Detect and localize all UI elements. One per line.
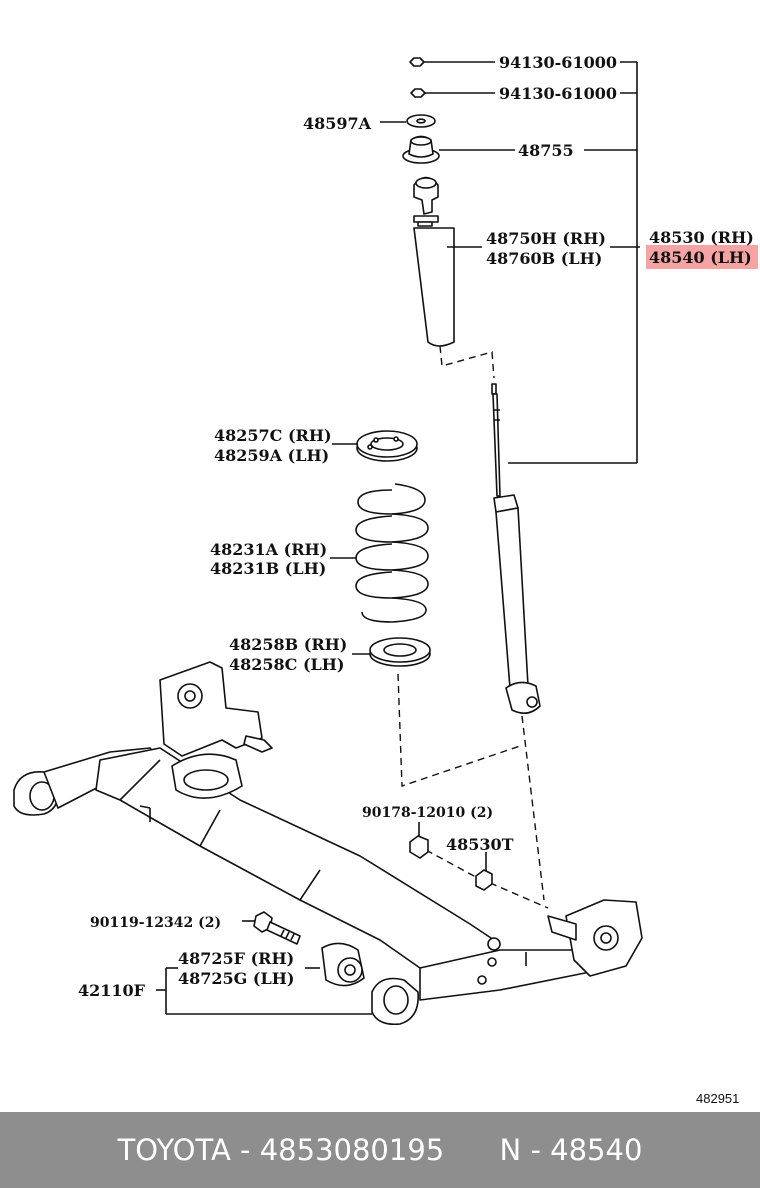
label-spring-lh: 48231B (LH): [210, 559, 326, 578]
beam-bracket: [156, 967, 372, 1015]
label-absorber-rh: 48750H (RH): [486, 229, 606, 248]
dashed-guide-spring: [397, 673, 521, 787]
label-diagram-number: 482951: [696, 1091, 739, 1106]
footer-part-number: 4853080195: [259, 1133, 445, 1167]
bolt-nut-icon: [409, 822, 429, 859]
label-cushion: 48530T: [446, 835, 514, 854]
bushing-icon: [305, 942, 365, 987]
label-insulator-upper-lh: 48259A (LH): [214, 446, 329, 465]
cushion-icon: [475, 852, 493, 891]
nut-second-icon: [410, 88, 495, 98]
axle-beam-icon: [13, 661, 643, 1026]
parts-diagram: 94130-61000 94130-61000 48597A 48755 487…: [13, 53, 758, 1106]
washer-icon: [380, 114, 436, 128]
label-insulator-lower-lh: 48258C (LH): [229, 655, 344, 674]
label-bolt-top: 90178-12010 (2): [362, 805, 493, 821]
label-bushing-lh: 48725G (LH): [178, 969, 294, 988]
footer-separator: -: [230, 1133, 260, 1167]
footer-ref: 48540: [550, 1133, 643, 1167]
label-bushing-rh: 48725F (RH): [178, 949, 294, 968]
lower-insulator-icon: [352, 637, 431, 667]
label-spring-rh: 48231A (RH): [210, 540, 327, 559]
label-nut-1: 94130-61000: [499, 53, 617, 72]
label-assy-rh: 48530 (RH): [649, 228, 754, 247]
footer-bar: TOYOTA - 4853080195 N - 48540: [0, 1112, 760, 1188]
assembly-bracket: [508, 61, 638, 464]
highlight-box: [646, 245, 758, 269]
label-support: 48755: [518, 141, 574, 160]
support-mount-icon: [402, 135, 515, 164]
dashed-guide-shock: [521, 715, 545, 901]
footer-brand: TOYOTA: [117, 1133, 231, 1167]
label-washer: 48597A: [303, 114, 372, 133]
label-insulator-upper-rh: 48257C (RH): [214, 426, 332, 445]
label-bolt-front: 90119-12342 (2): [90, 915, 221, 931]
dashed-guide-bolt: [425, 849, 549, 909]
label-absorber-lh: 48760B (LH): [486, 249, 602, 268]
label-nut-2: 94130-61000: [499, 84, 617, 103]
coil-spring-icon: [330, 483, 429, 623]
dust-boot-icon: [413, 176, 482, 347]
shock-absorber-icon: [491, 383, 541, 714]
front-bolt-icon: [242, 911, 301, 945]
label-insulator-lower-rh: 48258B (RH): [229, 635, 347, 654]
nut-top-icon: [409, 57, 495, 67]
upper-insulator-icon: [332, 430, 418, 462]
label-assy-lh: 48540 (LH): [649, 248, 752, 267]
label-beam: 42110F: [78, 981, 146, 1000]
dashed-guide-upper: [439, 345, 495, 379]
footer-separator-ref: N -: [444, 1133, 551, 1167]
